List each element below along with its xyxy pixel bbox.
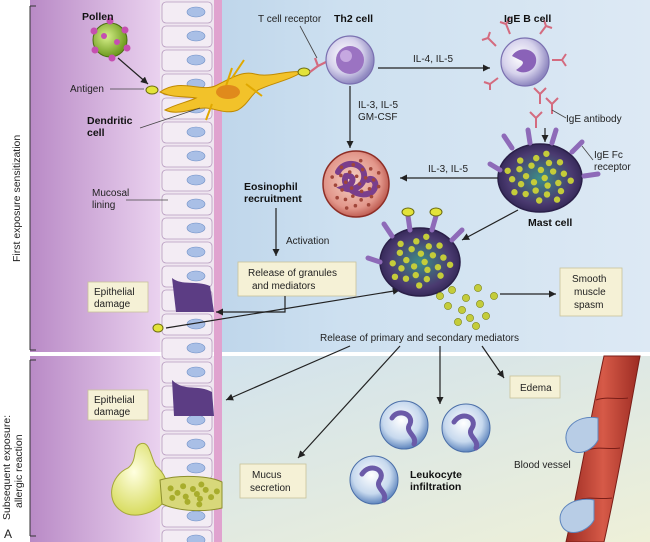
released-granules xyxy=(436,284,498,330)
release-primary-label: Release of primary and secondary mediato… xyxy=(320,333,519,344)
mediator-arrows xyxy=(225,345,505,459)
mast-cell-degranulating xyxy=(365,207,465,297)
blood-vessel xyxy=(559,355,641,542)
pollen-grain xyxy=(90,17,131,62)
activation-label: Activation xyxy=(286,236,329,247)
release-label-line2: and mediators xyxy=(252,281,315,292)
pollen-arrow xyxy=(117,57,149,85)
sensitization-label: First exposure sensitization xyxy=(11,135,23,262)
mast-cell-top xyxy=(487,127,601,213)
mast-activation-arrow xyxy=(461,209,519,241)
mucus-label-line1: Mucus xyxy=(252,470,281,481)
blood-vessel-label: Blood vessel xyxy=(514,460,571,471)
ige-antibody-pointer xyxy=(551,109,567,119)
th2-cell xyxy=(325,35,375,85)
antigen-to-mast-arrow xyxy=(165,287,401,329)
mucosal-label-line2: lining xyxy=(92,200,115,211)
leukocytes xyxy=(349,400,491,505)
t-cell-receptor-pointer xyxy=(299,25,318,59)
dendritic-pointer xyxy=(139,107,201,129)
edema-label: Edema xyxy=(520,383,552,394)
section-brackets xyxy=(29,5,36,537)
il3-il5-label-line1: IL-3, IL-5 xyxy=(358,100,398,111)
eosinophil-label-line1: Eosinophil xyxy=(244,181,298,193)
t-cell-receptor xyxy=(309,57,327,73)
goblet-cell xyxy=(111,442,223,516)
granules-to-epithelium-arrow xyxy=(216,296,286,316)
eosinophil-label-line2: recruitment xyxy=(244,193,302,205)
ige-b-cell xyxy=(481,17,567,90)
smooth-label-line1: Smooth xyxy=(572,274,606,285)
t-cell-receptor-label: T cell receptor xyxy=(258,14,322,25)
mucosal-label-line1: Mucosal xyxy=(92,188,129,199)
reaction-label-line2: allergic reaction xyxy=(13,434,25,508)
mucus-box xyxy=(239,463,307,499)
release-granules-box xyxy=(237,261,357,297)
ige-fc-pointer xyxy=(581,145,594,161)
smooth-label-line3: spasm xyxy=(574,300,603,311)
smooth-label-line2: muscle xyxy=(574,287,606,298)
pollen-label: Pollen xyxy=(82,11,114,23)
ige-fc-label-line2: receptor xyxy=(594,162,631,173)
mucus-label-line2: secretion xyxy=(250,483,291,494)
epithelial2-label-line1: Epithelial xyxy=(94,395,135,406)
epithelial-damage-box-bottom xyxy=(87,389,149,421)
epithelial2-label-line2: damage xyxy=(94,407,131,418)
smooth-muscle-box xyxy=(559,267,623,317)
epithelial-damage-box-top xyxy=(87,281,149,313)
ige-b-label: IgE B cell xyxy=(504,13,551,25)
eosinophil xyxy=(322,150,390,218)
dendritic-label-line2: cell xyxy=(87,127,105,139)
dendritic-label-line1: Dendritic xyxy=(87,115,133,127)
epithelial-label-line1: Epithelial xyxy=(94,287,135,298)
th2-label: Th2 cell xyxy=(334,13,373,25)
mast-cell-label: Mast cell xyxy=(528,217,572,229)
presented-antigen xyxy=(297,67,311,77)
release-label-line1: Release of granules xyxy=(248,268,337,279)
reaction-label-line1: Subsequent exposure: xyxy=(1,415,13,520)
ige-antibody-label: IgE antibody xyxy=(566,114,622,125)
leukocyte-label-line1: Leukocyte xyxy=(410,469,462,481)
epithelial-label-line2: damage xyxy=(94,299,131,310)
edema-box xyxy=(509,375,561,399)
damaged-epithelium-top xyxy=(172,278,214,312)
dendritic-cell xyxy=(159,59,304,121)
ige-antibodies xyxy=(529,87,559,128)
panel-letter: A xyxy=(4,527,12,541)
ige-fc-label-line1: IgE Fc xyxy=(594,150,623,161)
il3-il5-label-line2: GM-CSF xyxy=(358,112,397,123)
damaged-epithelium-bottom xyxy=(172,380,214,416)
il4-il5-label: IL-4, IL-5 xyxy=(413,54,453,65)
antigen-label: Antigen xyxy=(70,84,104,95)
leukocyte-label-line2: infiltration xyxy=(410,481,461,493)
antigen-reentry xyxy=(152,323,164,333)
antigen-shape xyxy=(145,85,159,95)
epithelial-cells xyxy=(160,0,222,542)
il3-il5-b-label: IL-3, IL-5 xyxy=(428,164,468,175)
